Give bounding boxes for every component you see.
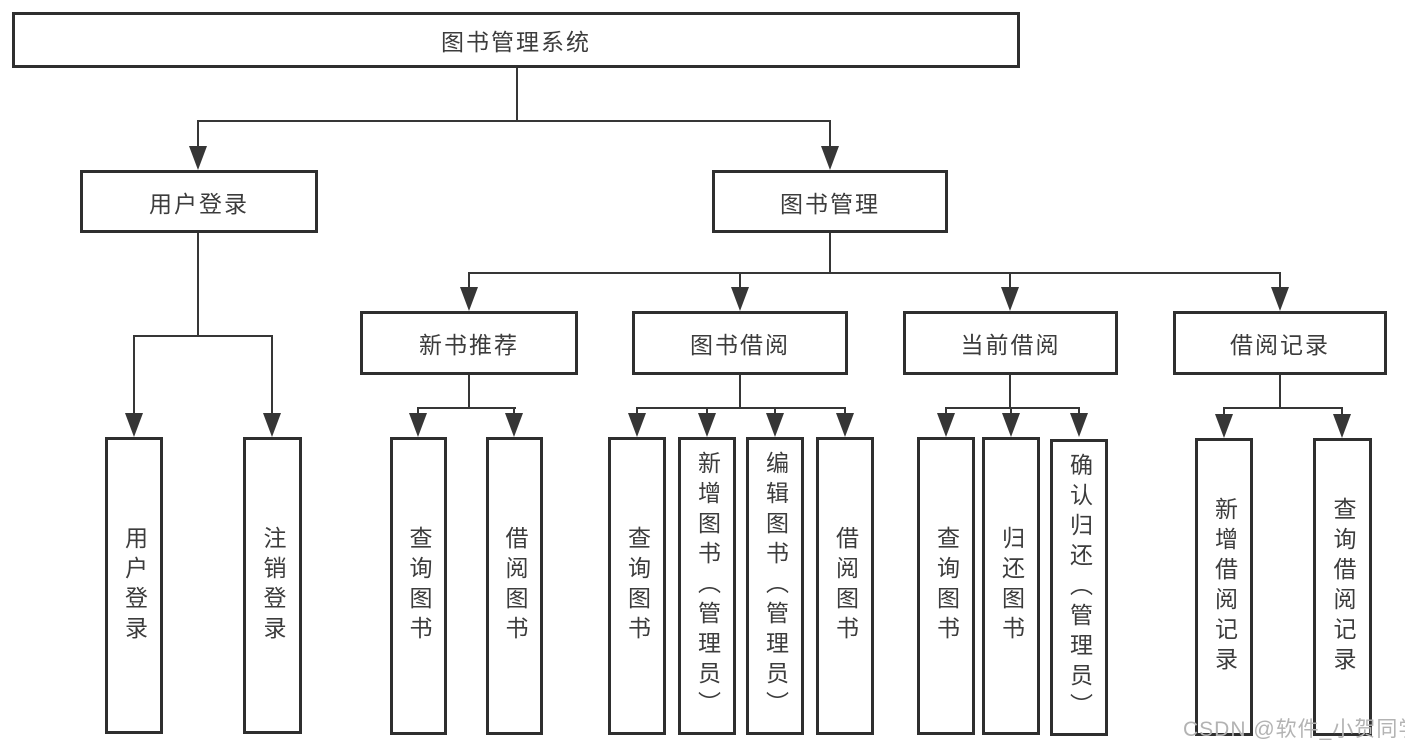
connector-line: [197, 120, 831, 122]
node-user-login: 用户登录: [80, 170, 318, 233]
arrow-down-icon: [1333, 414, 1351, 438]
arrow-down-icon: [1271, 287, 1289, 311]
connector-line: [636, 407, 638, 414]
leaf-nbr-borrow-books: 借阅图书: [486, 437, 543, 735]
leaf-br-query-record: 查询借阅记录: [1313, 438, 1372, 736]
leaf-nbr-query-books: 查询图书: [390, 437, 447, 735]
connector-line: [829, 120, 831, 148]
node-root: 图书管理系统: [12, 12, 1020, 68]
leaf-bb-add-books-admin: 新增图书（管理员）: [678, 437, 736, 735]
connector-line: [945, 407, 947, 414]
connector-line: [636, 407, 846, 409]
connector-line: [1279, 375, 1281, 407]
connector-line: [1223, 407, 1343, 409]
leaf-cb-confirm-return-admin: 确认归还（管理员）: [1050, 439, 1108, 736]
connector-line: [739, 375, 741, 407]
node-book-borrowing: 图书借阅: [632, 311, 848, 375]
leaf-cb-return-books: 归还图书: [982, 437, 1040, 735]
arrow-down-icon: [263, 413, 281, 437]
connector-line: [945, 407, 1080, 409]
connector-line: [1010, 407, 1012, 414]
connector-line: [1009, 272, 1011, 288]
arrow-down-icon: [189, 146, 207, 170]
arrow-down-icon: [409, 413, 427, 437]
watermark: CSDN @软件_小贺同学: [1183, 718, 1405, 741]
connector-line: [468, 375, 470, 407]
arrow-down-icon: [766, 413, 784, 437]
leaf-cb-query-books: 查询图书: [917, 437, 975, 735]
leaf-bb-edit-books-admin: 编辑图书（管理员）: [746, 437, 804, 735]
arrow-down-icon: [1002, 413, 1020, 437]
arrow-down-icon: [505, 413, 523, 437]
arrow-down-icon: [1070, 413, 1088, 437]
connector-line: [1341, 407, 1343, 415]
connector-line: [774, 407, 776, 414]
arrow-down-icon: [125, 413, 143, 437]
connector-line: [1223, 407, 1225, 415]
connector-line: [516, 68, 518, 122]
node-borrowing-records: 借阅记录: [1173, 311, 1387, 375]
arrow-down-icon: [731, 287, 749, 311]
node-book-management: 图书管理: [712, 170, 948, 233]
connector-line: [133, 335, 273, 337]
arrow-down-icon: [628, 413, 646, 437]
arrow-down-icon: [937, 413, 955, 437]
connector-line: [271, 335, 273, 414]
leaf-br-add-record: 新增借阅记录: [1195, 438, 1253, 736]
connector-line: [1009, 375, 1011, 407]
node-new-book-recommendation: 新书推荐: [360, 311, 578, 375]
connector-line: [829, 233, 831, 274]
connector-line: [133, 335, 135, 414]
leaf-bb-query-books: 查询图书: [608, 437, 666, 735]
connector-line: [197, 120, 199, 148]
leaf-user-login: 用户登录: [105, 437, 163, 734]
arrow-down-icon: [1001, 287, 1019, 311]
connector-line: [513, 407, 515, 414]
leaf-bb-borrow-books: 借阅图书: [816, 437, 874, 735]
connector-line: [844, 407, 846, 414]
connector-line: [197, 233, 199, 335]
connector-line: [468, 272, 470, 288]
leaf-logout: 注销登录: [243, 437, 302, 734]
arrow-down-icon: [821, 146, 839, 170]
arrow-down-icon: [698, 413, 716, 437]
connector-line: [706, 407, 708, 414]
connector-line: [468, 272, 1281, 274]
node-current-borrowing: 当前借阅: [903, 311, 1118, 375]
connector-line: [739, 272, 741, 288]
arrow-down-icon: [1215, 414, 1233, 438]
arrow-down-icon: [460, 287, 478, 311]
connector-line: [1279, 272, 1281, 288]
connector-line: [417, 407, 516, 409]
connector-line: [1078, 407, 1080, 414]
arrow-down-icon: [836, 413, 854, 437]
connector-line: [417, 407, 419, 414]
